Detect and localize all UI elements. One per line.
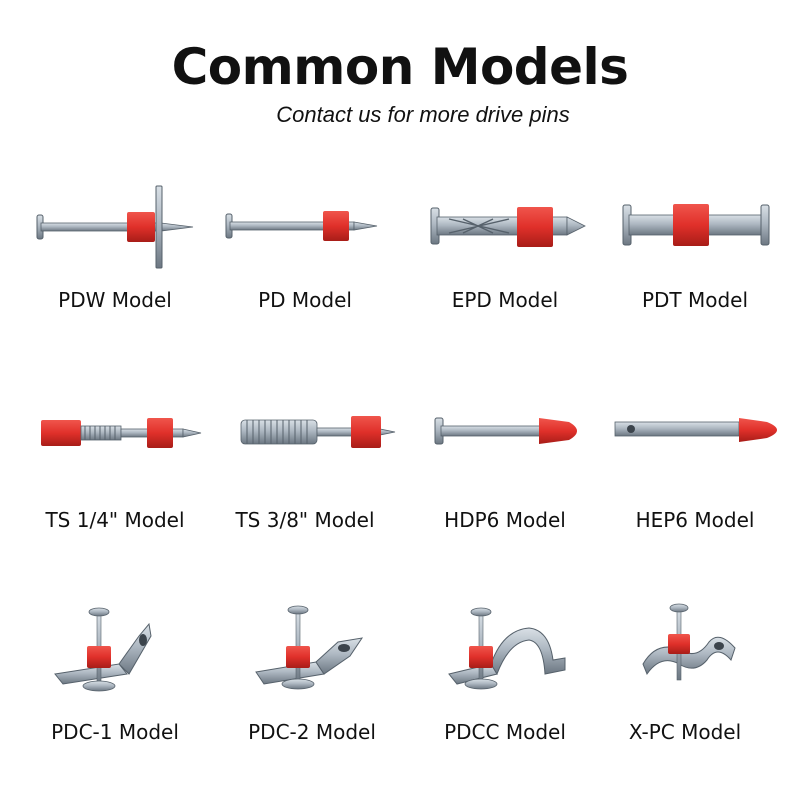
model-label: PDCC Model: [444, 720, 566, 744]
model-card-ts-quarter[interactable]: TS 1/4" Model: [15, 380, 215, 590]
model-label: PDC-1 Model: [51, 720, 179, 744]
model-label: HEP6 Model: [635, 508, 755, 532]
hep6-pin-icon: [614, 418, 777, 442]
model-label: PDC-2 Model: [248, 720, 376, 744]
pdt-pin-icon: [622, 204, 770, 246]
model-card-pdt[interactable]: PDT Model: [595, 170, 795, 380]
ts-three-eighths-pin-icon: [240, 416, 396, 448]
page-title: Common Models: [171, 38, 629, 96]
model-card-epd[interactable]: EPD Model: [405, 170, 605, 380]
epd-pin-icon: [430, 207, 586, 247]
model-card-hdp6[interactable]: HDP6 Model: [405, 380, 605, 590]
pdc1-clip-pin-icon: [54, 607, 152, 692]
page-subtitle: Contact us for more drive pins: [276, 102, 570, 127]
hdp6-pin-icon: [434, 417, 577, 445]
model-label: EPD Model: [451, 288, 559, 312]
pd-pin-icon: [225, 211, 378, 241]
model-label: TS 1/4" Model: [45, 508, 185, 532]
model-label: PDW Model: [58, 288, 172, 312]
model-card-pdcc[interactable]: PDCC Model: [405, 590, 605, 800]
model-card-ts-three-eighths[interactable]: TS 3/8" Model: [205, 380, 405, 590]
xpc-clip-pin-icon: [642, 603, 736, 681]
pdc2-clip-pin-icon: [255, 605, 364, 690]
pdcc-clip-pin-icon: [448, 607, 566, 690]
model-card-xpc[interactable]: X-PC Model: [585, 590, 785, 800]
model-card-pdw[interactable]: PDW Model: [15, 170, 215, 380]
ts-quarter-pin-icon: [41, 418, 202, 448]
model-card-hep6[interactable]: HEP6 Model: [595, 380, 795, 590]
model-card-pd[interactable]: PD Model: [205, 170, 405, 380]
model-label: TS 3/8" Model: [235, 508, 375, 532]
model-label: PDT Model: [641, 288, 749, 312]
model-label: X-PC Model: [628, 720, 742, 744]
pdw-pin-icon: [36, 185, 194, 269]
model-label: PD Model: [258, 288, 352, 312]
model-card-pdc2[interactable]: PDC-2 Model: [212, 590, 412, 800]
model-card-pdc1[interactable]: PDC-1 Model: [15, 590, 215, 800]
model-label: HDP6 Model: [444, 508, 566, 532]
